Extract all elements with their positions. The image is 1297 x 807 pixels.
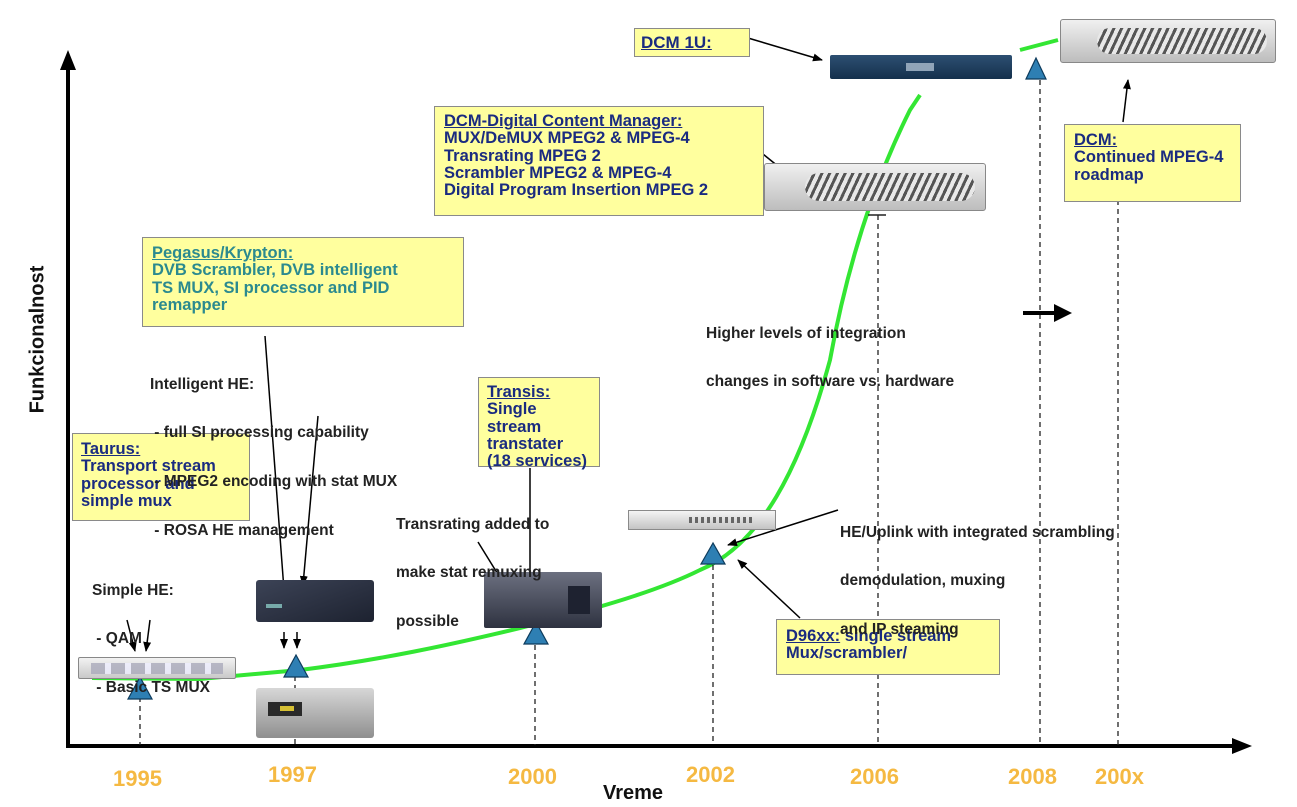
box-dcm-manager-line: Transrating MPEG 2 xyxy=(444,146,601,165)
marker-1995 xyxy=(126,675,154,700)
device-dcm-1u-unit xyxy=(830,55,1012,79)
growth-curve xyxy=(91,93,922,682)
note-line: - Basic TS MUX xyxy=(92,679,210,697)
box-taurus-title: Taurus: xyxy=(81,440,141,458)
note-line: make stat remuxing xyxy=(396,564,542,582)
year-label-2000: 2000 xyxy=(508,764,557,789)
year-label-2008: 2008 xyxy=(1008,764,1057,789)
device-1997-silver-unit xyxy=(256,688,374,738)
year-label-1997: 1997 xyxy=(268,762,317,787)
note-higher-levels: Higher levels of integration changes in … xyxy=(706,293,954,407)
note-he-uplink: HE/Uplink with integrated scrambling dem… xyxy=(840,492,1115,655)
note-simple-he: Simple HE: - QAM - Basic TS MUX xyxy=(92,550,210,713)
device-dcm-unit xyxy=(1060,19,1276,63)
note-line: Transrating added to xyxy=(396,515,550,533)
arrow-ihe-1 xyxy=(264,335,288,591)
box-transis: Transis: Single stream transtater (18 se… xyxy=(478,377,600,471)
arrow-simple-he-2 xyxy=(143,619,152,652)
box-d96xx: D96xx: single stream Mux/scrambler/ xyxy=(776,619,1000,675)
device-1995-rack-unit xyxy=(78,657,236,679)
box-transis-title: Transis: xyxy=(487,383,551,401)
box-pegasus-krypton: Pegasus/Krypton: DVB Scrambler, DVB inte… xyxy=(142,237,464,327)
box-taurus-line: Transport stream xyxy=(81,457,216,476)
box-pegasus-line: TS MUX, SI processor and PID xyxy=(152,278,390,297)
device-1997-black-unit xyxy=(256,580,374,622)
note-line: Intelligent HE: xyxy=(150,375,255,393)
box-dcm-title: DCM: xyxy=(1074,131,1118,149)
arrow-d96xx xyxy=(737,559,801,619)
box-transis-line: transtater xyxy=(487,434,564,453)
marker-2000 xyxy=(522,620,550,645)
device-2002-unit xyxy=(628,510,776,530)
year-label-1995: 1995 xyxy=(113,766,162,791)
box-pegasus-title: Pegasus/Krypton: xyxy=(152,244,294,262)
device-2000-unit xyxy=(484,572,602,628)
box-transis-line: (18 services) xyxy=(487,452,587,471)
y-axis-arrowhead xyxy=(60,50,76,70)
box-transis-line: Single stream xyxy=(487,400,542,436)
box-dcm-manager-line: MUX/DeMUX MPEG2 & MPEG-4 xyxy=(444,129,690,148)
note-line: changes in software vs. hardware xyxy=(706,373,955,391)
note-line: - full SI processing capability xyxy=(150,424,369,442)
marker-2008 xyxy=(1025,56,1047,80)
year-label-2006: 2006 xyxy=(850,764,899,789)
box-dcm-1u: DCM 1U: xyxy=(634,28,750,57)
box-dcm-manager: DCM-Digital Content Manager: MUX/DeMUX M… xyxy=(434,106,764,216)
box-dcm-line: Continued MPEG-4 xyxy=(1074,148,1224,167)
marker-1997 xyxy=(282,653,310,678)
note-line: and IP steaming xyxy=(840,621,959,639)
box-dcm-line: roadmap xyxy=(1074,165,1144,184)
arrow-ihe-2 xyxy=(299,415,319,586)
note-line: - ROSA HE management xyxy=(150,521,334,539)
note-line: - QAM xyxy=(92,630,142,648)
arrow-higher-levels-head xyxy=(1054,304,1072,322)
year-label-2002: 2002 xyxy=(686,762,735,787)
box-dcm-manager-line: Scrambler MPEG2 & MPEG-4 xyxy=(444,163,672,182)
arrow-he-uplink xyxy=(727,509,839,547)
arrow-dcm1u xyxy=(747,37,823,62)
note-line: Simple HE: xyxy=(92,581,174,599)
note-line: possible xyxy=(396,613,459,631)
x-axis-label: Vreme xyxy=(603,782,664,804)
note-transrating: Transrating added to make stat remuxing … xyxy=(396,484,549,647)
box-d96xx-title: D96xx: xyxy=(786,627,841,645)
box-dcm: DCM: Continued MPEG-4 roadmap xyxy=(1064,124,1241,202)
arrow-simple-he-1 xyxy=(126,619,137,652)
y-axis-label: Funkcionalnost xyxy=(26,265,49,414)
marker-2002 xyxy=(699,541,727,565)
x-axis-arrowhead xyxy=(1232,738,1252,754)
note-intelligent-he: Intelligent HE: - full SI processing cap… xyxy=(150,344,397,555)
arrow-dcm xyxy=(1122,79,1131,123)
box-dcm-manager-title: DCM-Digital Content Manager: xyxy=(444,112,683,130)
box-taurus: Taurus: Transport stream processor and s… xyxy=(72,433,250,521)
box-dcm-1u-title: DCM 1U: xyxy=(641,33,712,52)
box-taurus-line: simple mux xyxy=(81,491,172,510)
note-line: HE/Uplink with integrated scrambling xyxy=(840,523,1115,541)
note-line: demodulation, muxing xyxy=(840,572,1006,590)
growth-curve-tail xyxy=(1019,38,1059,52)
note-line: - MPEG2 encoding with stat MUX xyxy=(150,473,398,491)
box-pegasus-line: DVB Scrambler, DVB intelligent xyxy=(152,261,398,280)
box-taurus-line: processor and xyxy=(81,474,195,493)
year-label-200x: 200x xyxy=(1095,764,1144,789)
box-pegasus-line: remapper xyxy=(152,295,228,314)
box-dcm-manager-line: Digital Program Insertion MPEG 2 xyxy=(444,181,709,200)
box-d96xx-title-rest: single stream xyxy=(840,627,952,645)
box-d96xx-line: Mux/scrambler/ xyxy=(786,644,908,663)
note-line: Higher levels of integration xyxy=(706,324,906,342)
device-dcm-manager-unit xyxy=(764,163,986,211)
